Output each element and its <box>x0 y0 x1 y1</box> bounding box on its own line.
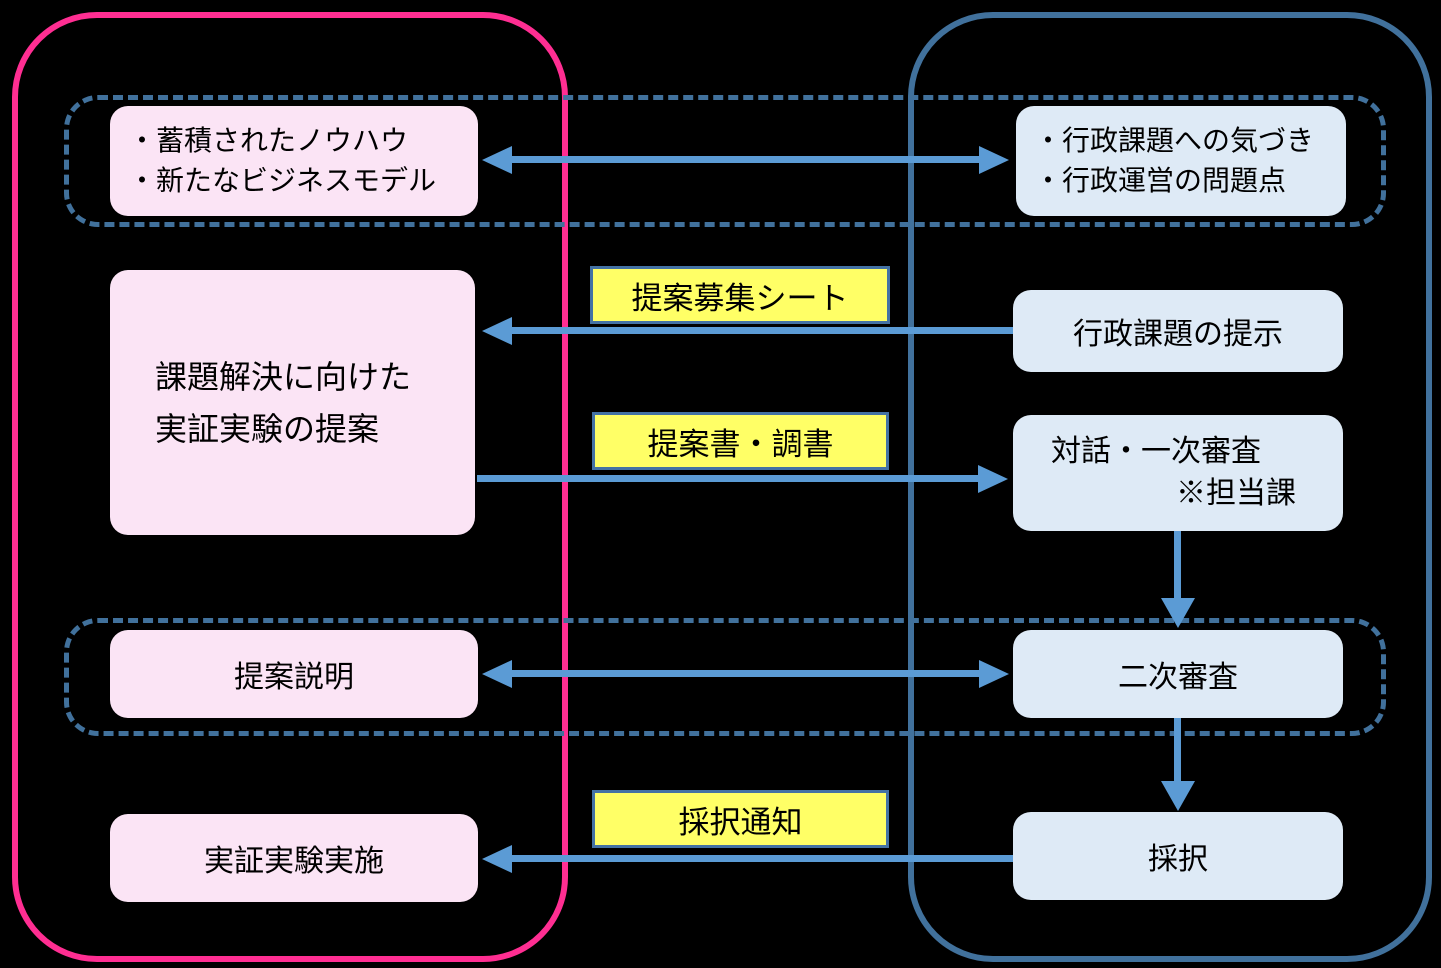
implementation-box: 実証実験実施 <box>110 814 478 902</box>
arrowhead-left-icon <box>482 845 512 873</box>
knowhow-line1: ・蓄積されたノウハウ <box>128 125 409 156</box>
arrow-line <box>1174 531 1181 599</box>
arrowhead-right-icon <box>979 146 1009 174</box>
adoption-label: 採択 <box>1148 843 1208 876</box>
first-review-box: 対話・一次審査 ※担当課 <box>1013 415 1343 531</box>
arrow-line <box>477 475 980 482</box>
arrow-line <box>510 670 981 677</box>
arrow-line <box>510 855 1013 862</box>
implementation-label: 実証実験実施 <box>204 845 384 878</box>
proposal-sheet-text: 提案募集シート <box>631 280 849 316</box>
proposal-documents-label: 提案書・調書 <box>592 412 889 470</box>
adoption-notice-label: 採択通知 <box>592 790 889 848</box>
adoption-box: 採択 <box>1013 812 1343 900</box>
arrowhead-left-icon <box>482 317 512 345</box>
proposal-explanation-label: 提案説明 <box>234 661 354 694</box>
second-review-label: 二次審査 <box>1118 661 1238 694</box>
arrowhead-right-icon <box>979 660 1009 688</box>
awareness-box: ・行政課題への気づき ・行政運営の問題点 <box>1016 106 1346 216</box>
arrowhead-down-icon <box>1161 598 1195 628</box>
adoption-notice-text: 採択通知 <box>678 804 803 840</box>
proposal-documents-text: 提案書・調書 <box>647 426 834 462</box>
arrow-line <box>1174 718 1181 782</box>
arrowhead-down-icon <box>1161 781 1195 811</box>
proposal-sheet-label: 提案募集シート <box>590 266 890 324</box>
knowhow-line2: ・新たなビジネスモデル <box>128 165 437 196</box>
second-review-group-frame <box>64 618 1386 736</box>
awareness-line2: ・行政運営の問題点 <box>1034 165 1287 196</box>
government-lane-frame <box>908 12 1432 962</box>
first-review-line2: ※担当課 <box>1176 477 1296 510</box>
arrow-line <box>510 156 981 163</box>
knowhow-box: ・蓄積されたノウハウ ・新たなビジネスモデル <box>110 106 478 216</box>
arrow-line <box>510 327 1013 334</box>
proposal-explanation-box: 提案説明 <box>110 630 478 718</box>
arrowhead-left-icon <box>482 660 512 688</box>
awareness-line1: ・行政課題への気づき <box>1034 125 1315 156</box>
first-review-line1: 対話・一次審査 <box>1051 435 1261 468</box>
issue-presentation-box: 行政課題の提示 <box>1013 290 1343 372</box>
proposal-line1: 課題解決に向けた <box>155 358 412 395</box>
idea-exchange-group-frame <box>64 95 1386 227</box>
proposer-lane-frame <box>12 12 568 962</box>
proposal-box: 課題解決に向けた 実証実験の提案 <box>110 270 475 535</box>
arrowhead-left-icon <box>482 146 512 174</box>
proposal-line2: 実証実験の提案 <box>155 410 380 447</box>
issue-presentation-label: 行政課題の提示 <box>1073 318 1283 351</box>
second-review-box: 二次審査 <box>1013 630 1343 718</box>
arrowhead-right-icon <box>978 465 1008 493</box>
